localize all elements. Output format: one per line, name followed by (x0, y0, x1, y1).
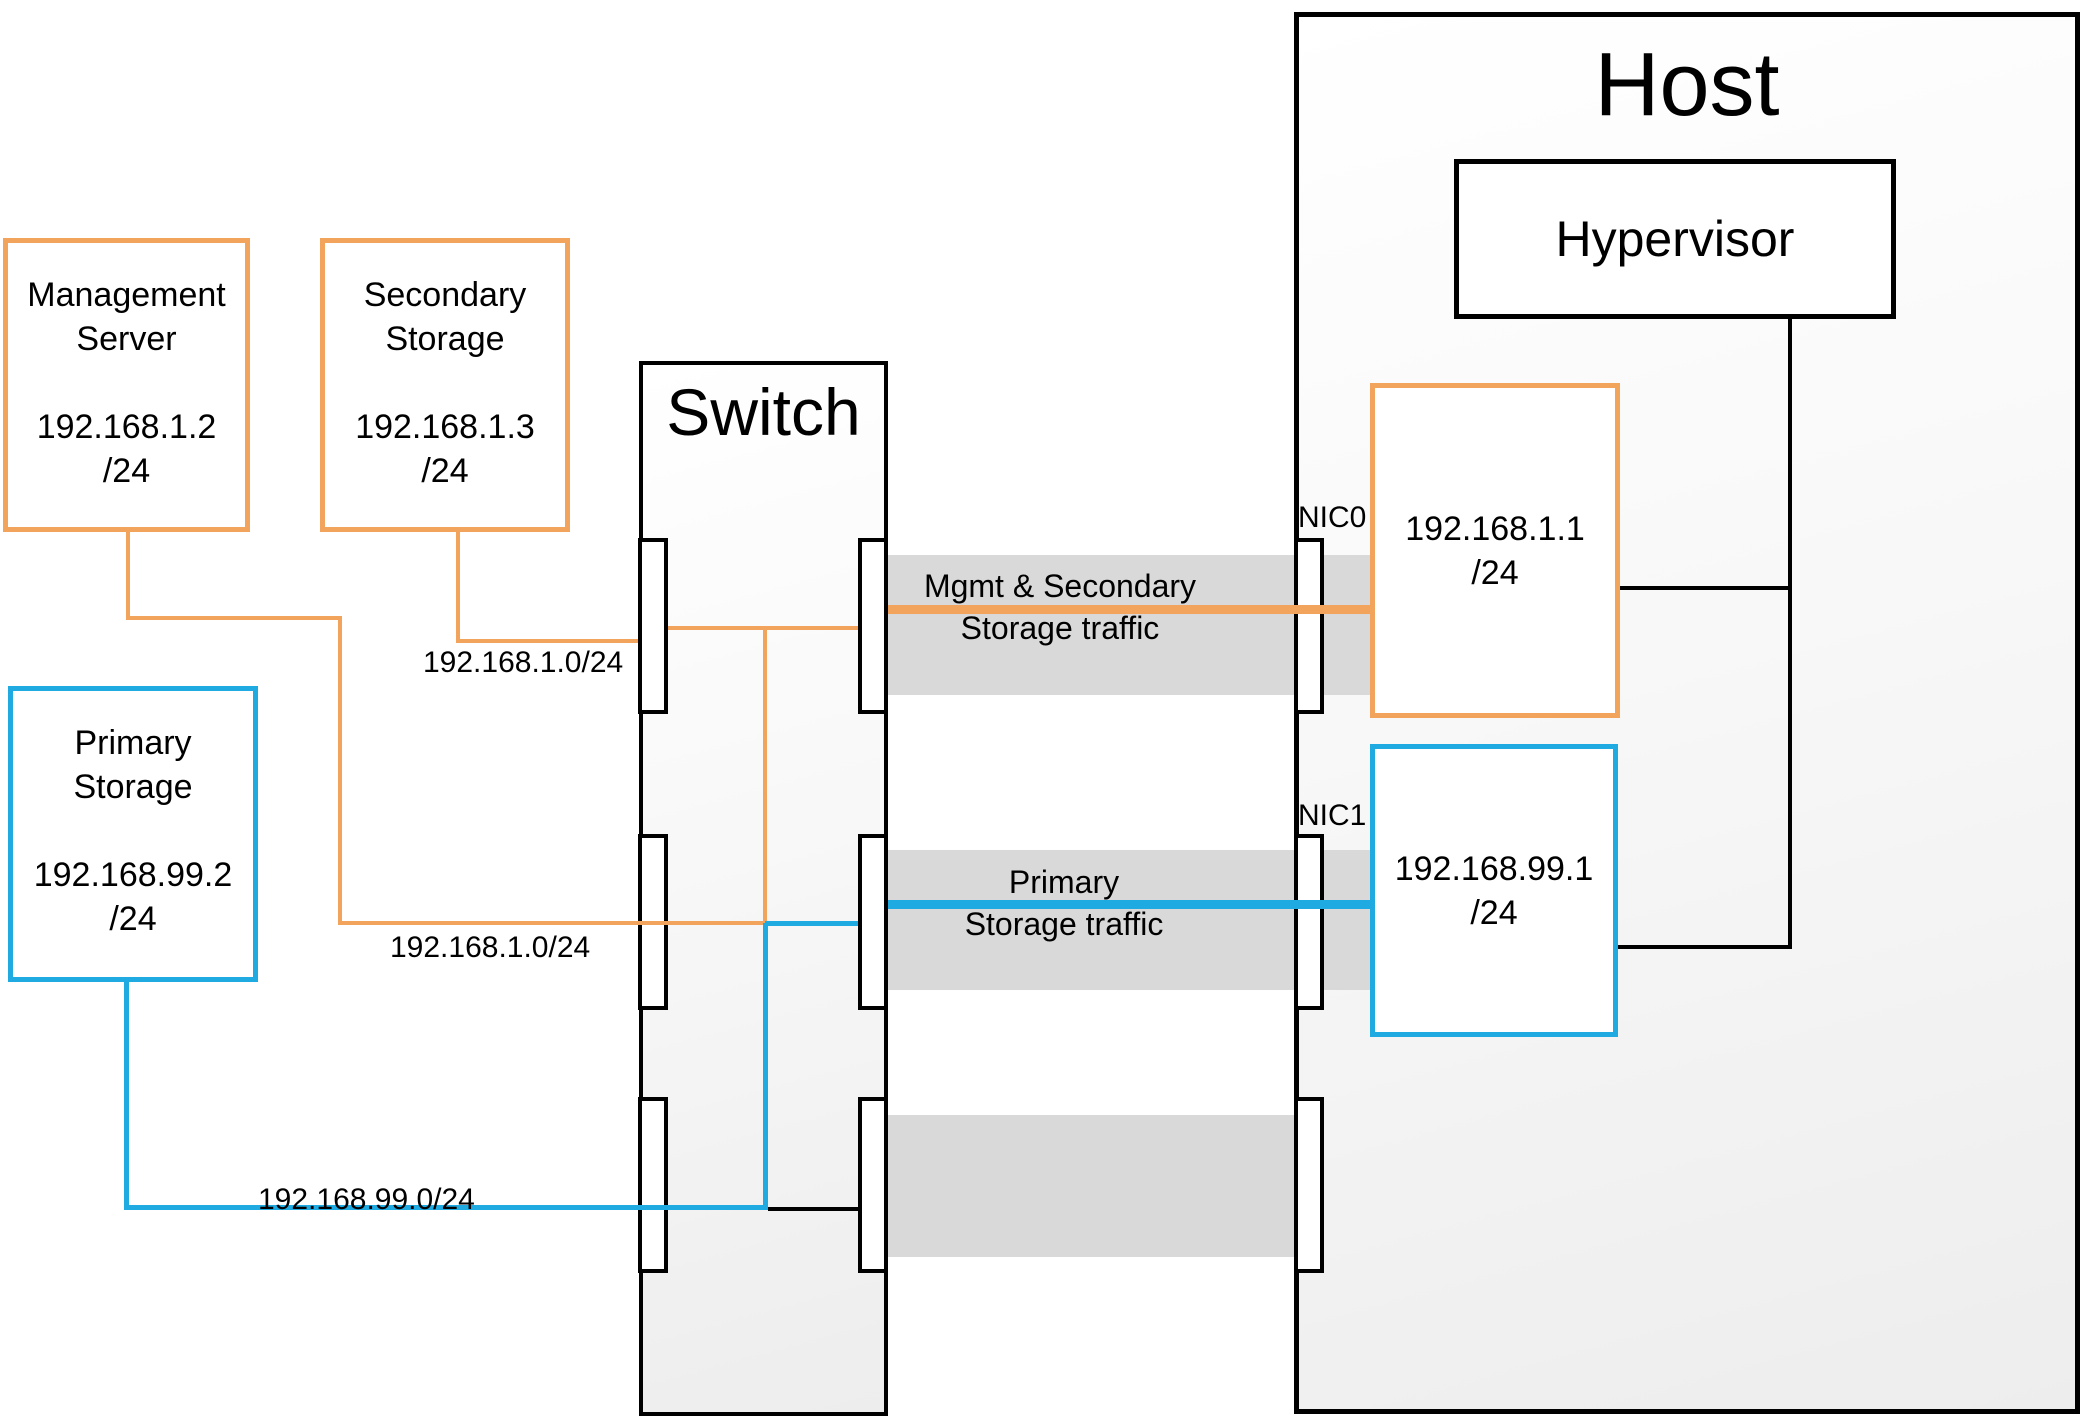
primary-storage-box: Primary Storage 192.168.99.2 /24 (8, 686, 258, 982)
host-port-nic0 (1294, 538, 1324, 714)
secondary-link-h (456, 639, 638, 643)
subnet-label-management: 192.168.1.0/24 (390, 931, 591, 964)
traffic-band-unused (888, 1115, 1324, 1257)
traffic-band-mgmt (888, 555, 1370, 695)
management-server-ip: 192.168.1.2 /24 (36, 408, 217, 490)
secondary-storage-box: Secondary Storage 192.168.1.3 /24 (320, 238, 570, 532)
switch-port-right-1 (858, 538, 888, 714)
host-port-unused (1294, 1097, 1324, 1273)
hypervisor-box: Hypervisor (1454, 159, 1896, 319)
switch-internal-blue-row2 (765, 921, 858, 926)
nic0-box: 192.168.1.1 /24 (1370, 383, 1620, 718)
switch-internal-orange-v (763, 626, 767, 925)
management-server-box: Management Server 192.168.1.2 /24 (3, 238, 250, 532)
secondary-storage-ip: 192.168.1.3 /24 (355, 408, 535, 490)
host-port-nic1 (1294, 834, 1324, 1010)
switch-port-left-1 (638, 538, 668, 714)
secondary-link-v (456, 532, 460, 643)
host-title: Host (1594, 35, 1780, 135)
switch-port-right-3 (858, 1097, 888, 1273)
mgmt-link-v1 (126, 532, 130, 620)
mgmt-link-v2 (338, 616, 342, 925)
nic1-ip: 192.168.99.1 /24 (1394, 849, 1594, 932)
primary-link-h (124, 1205, 768, 1210)
hypervisor-label: Hypervisor (1555, 211, 1795, 267)
switch-title: Switch (666, 375, 861, 449)
hypervisor-drop-line (1788, 319, 1792, 949)
subnet-label-secondary: 192.168.1.0/24 (423, 646, 624, 679)
switch-port-left-3 (638, 1097, 668, 1273)
management-server-name: Management Server (27, 276, 226, 358)
nic0-hypervisor-link (1619, 586, 1790, 590)
switch-port-right-2 (858, 834, 888, 1010)
switch-internal-blue-v (763, 923, 768, 1210)
subnet-label-primary: 192.168.99.0/24 (258, 1183, 475, 1216)
nic1-box: 192.168.99.1 /24 (1370, 744, 1618, 1037)
primary-storage-ip: 192.168.99.2 /24 (33, 856, 233, 938)
primary-traffic-line (888, 900, 1370, 909)
nic0-label: NIC0 (1298, 501, 1367, 534)
switch-internal-black-row3 (768, 1207, 858, 1211)
nic1-hypervisor-link (1618, 945, 1790, 949)
nic0-ip: 192.168.1.1 /24 (1405, 509, 1585, 592)
traffic-band-primary (888, 850, 1370, 990)
nic1-label: NIC1 (1298, 799, 1367, 832)
mgmt-link-h1 (126, 616, 342, 620)
mgmt-traffic-line (888, 605, 1370, 614)
primary-link-v (124, 982, 129, 1210)
primary-storage-name: Primary Storage (73, 724, 193, 806)
mgmt-link-h2 (338, 921, 768, 925)
secondary-storage-name: Secondary Storage (363, 276, 527, 358)
mgmt-traffic-label: Mgmt & Secondary Storage traffic (923, 568, 1197, 646)
primary-traffic-label: Primary Storage traffic (964, 864, 1164, 942)
